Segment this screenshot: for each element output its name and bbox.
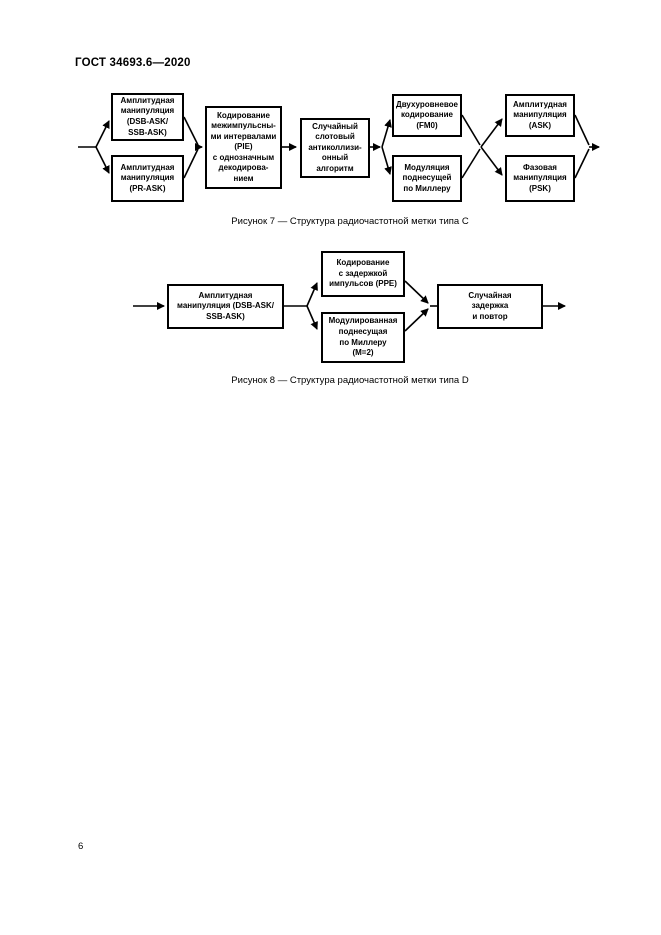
fig7-box-anticollision: Случайный слотовый антиколлизи- онный ал… — [300, 118, 370, 178]
fig7-box-fm0: Двухуровневое кодирование (FM0) — [392, 94, 462, 137]
fig7-box-amplitude-pr: Амплитудная манипуляция (PR-ASK) — [111, 155, 184, 202]
document-title: ГОСТ 34693.6—2020 — [75, 57, 191, 69]
figure7-caption: Рисунок 7 — Структура радиочастотной мет… — [231, 216, 469, 227]
figure8-arrows — [133, 280, 566, 332]
fig8-box-miller-m2: Модулированная поднесущая по Миллеру (M=… — [321, 312, 405, 363]
fig7-box-ask: Амплитудная манипуляция (ASK) — [505, 94, 575, 137]
fig8-box-random-delay: Случайная задержка и повтор — [437, 284, 543, 329]
page-number: 6 — [78, 841, 84, 852]
figure8-caption: Рисунок 8 — Структура радиочастотной мет… — [231, 375, 469, 386]
figure7-arrows — [78, 114, 600, 179]
fig7-box-psk: Фазовая манипуляция (PSK) — [505, 155, 575, 202]
fig7-box-miller: Модуляция поднесущей по Миллеру — [392, 155, 462, 202]
fig8-box-ppe-coding: Кодирование с задержкой импульсов (PPE) — [321, 251, 405, 297]
fig7-box-pie-coding: Кодирование межимпульсны- ми интервалами… — [205, 106, 282, 189]
fig7-box-amplitude-dsb-ssb: Амплитудная манипуляция (DSB-ASK/ SSB-AS… — [111, 93, 184, 141]
fig8-box-amplitude-dsb-ssb: Амплитудная манипуляция (DSB-ASK/ SSB-AS… — [167, 284, 284, 329]
